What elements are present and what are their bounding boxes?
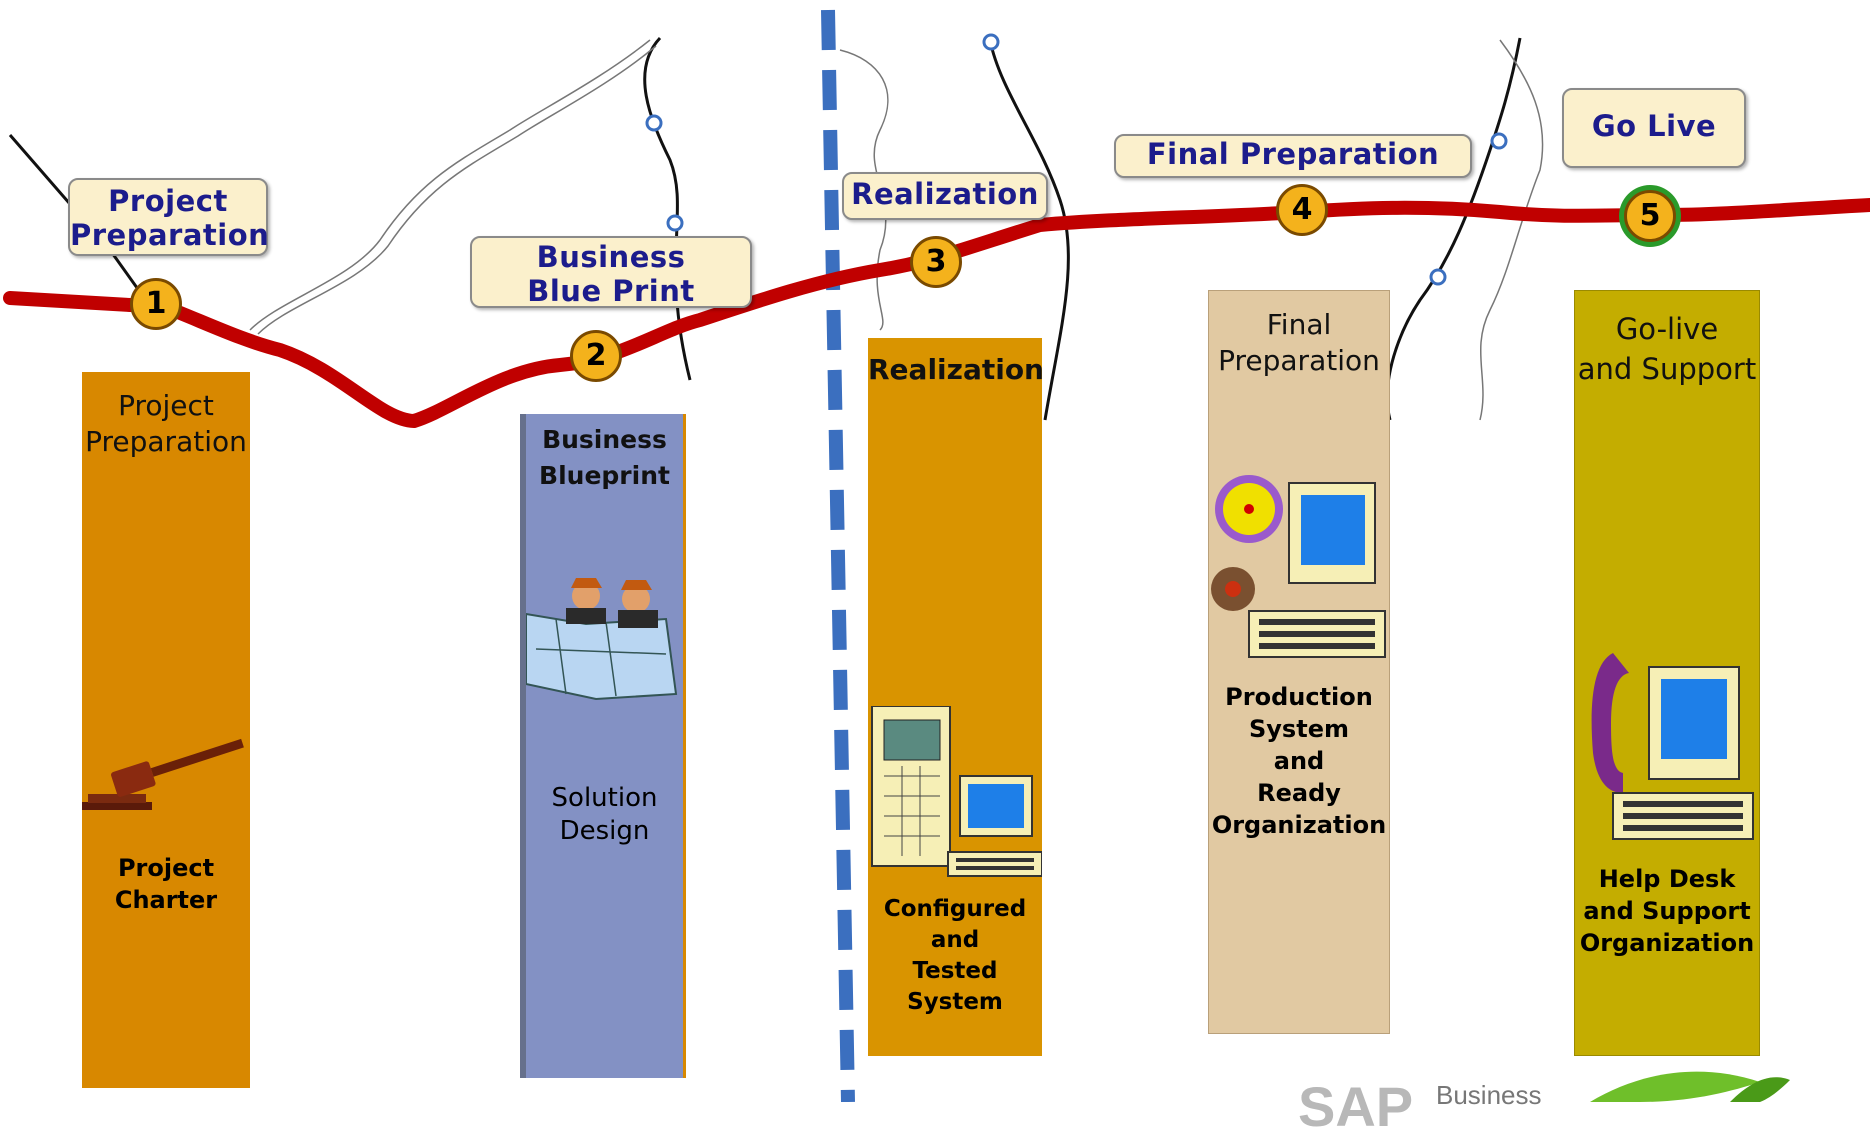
column-deliverable: Production System and Ready Organization bbox=[1211, 683, 1387, 839]
map-node bbox=[1429, 268, 1447, 286]
column-title: Business Blueprint bbox=[539, 425, 670, 490]
phase-column-business-blueprint: Business Blueprint Solution Design bbox=[520, 414, 686, 1078]
map-background bbox=[3, 9, 1870, 1102]
phase-column-final-preparation: Final Preparation Production System and … bbox=[1208, 290, 1390, 1034]
column-deliverable: Project Charter bbox=[114, 854, 218, 914]
phone-computer-icon bbox=[1591, 653, 1754, 840]
road-label-business-blueprint: Business Blue Print bbox=[470, 236, 752, 308]
blueprint-workers-icon bbox=[526, 578, 678, 701]
road-label-realization: Realization bbox=[842, 172, 1048, 220]
map-road-line bbox=[988, 39, 1070, 421]
sap-logo: SAP Business bbox=[1298, 1074, 1558, 1138]
map-river-line bbox=[249, 39, 651, 331]
sap-logo-subtext: Business bbox=[1436, 1080, 1542, 1110]
column-deliverable: Configured and Tested System bbox=[883, 896, 1027, 1015]
road-label-project-preparation: Project Preparation bbox=[68, 178, 269, 256]
road-label-final-preparation: Final Preparation bbox=[1114, 134, 1472, 178]
roadmap-path bbox=[3, 198, 1870, 428]
column-deliverable: Help Desk and Support Organization bbox=[1579, 865, 1755, 957]
map-node bbox=[1490, 132, 1508, 150]
map-river-line bbox=[1479, 39, 1544, 421]
phase-marker-1: 1 bbox=[130, 278, 182, 330]
road-label-go-live: Go Live bbox=[1562, 88, 1746, 168]
map-node bbox=[645, 114, 663, 132]
column-title: Realization bbox=[868, 353, 1044, 386]
column-title: Final Preparation bbox=[1218, 308, 1380, 377]
server-computer-icon bbox=[871, 706, 1042, 877]
column-deliverable: Solution Design bbox=[551, 783, 658, 846]
phase-column-project-preparation: Project Preparation Project Charter bbox=[82, 372, 250, 1088]
map-river-line bbox=[257, 45, 657, 335]
asap-roadmap-diagram: Project Preparation Business Blue Print … bbox=[3, 9, 1870, 1138]
map-node bbox=[666, 214, 684, 232]
phase-marker-5: 5 bbox=[1624, 190, 1676, 242]
phase-divider bbox=[821, 9, 855, 1102]
phase-column-realization: Realization Configured and Tested System bbox=[868, 338, 1044, 1056]
column-title: Project Preparation bbox=[85, 389, 247, 458]
map-road-line bbox=[1385, 37, 1522, 421]
map-node bbox=[982, 33, 1000, 51]
column-title: Go-live and Support bbox=[1577, 312, 1757, 386]
phase-marker-4: 4 bbox=[1276, 184, 1328, 236]
sap-logo-text: SAP bbox=[1298, 1075, 1414, 1138]
phase-marker-3: 3 bbox=[910, 236, 962, 288]
phase-column-go-live-support: Go-live and Support Help Desk and Suppor… bbox=[1574, 290, 1760, 1056]
gavel-icon bbox=[82, 738, 244, 810]
phase-marker-2: 2 bbox=[570, 330, 622, 382]
gears-computer-icon bbox=[1211, 475, 1386, 658]
leaf-logo-icon bbox=[1590, 1071, 1790, 1102]
